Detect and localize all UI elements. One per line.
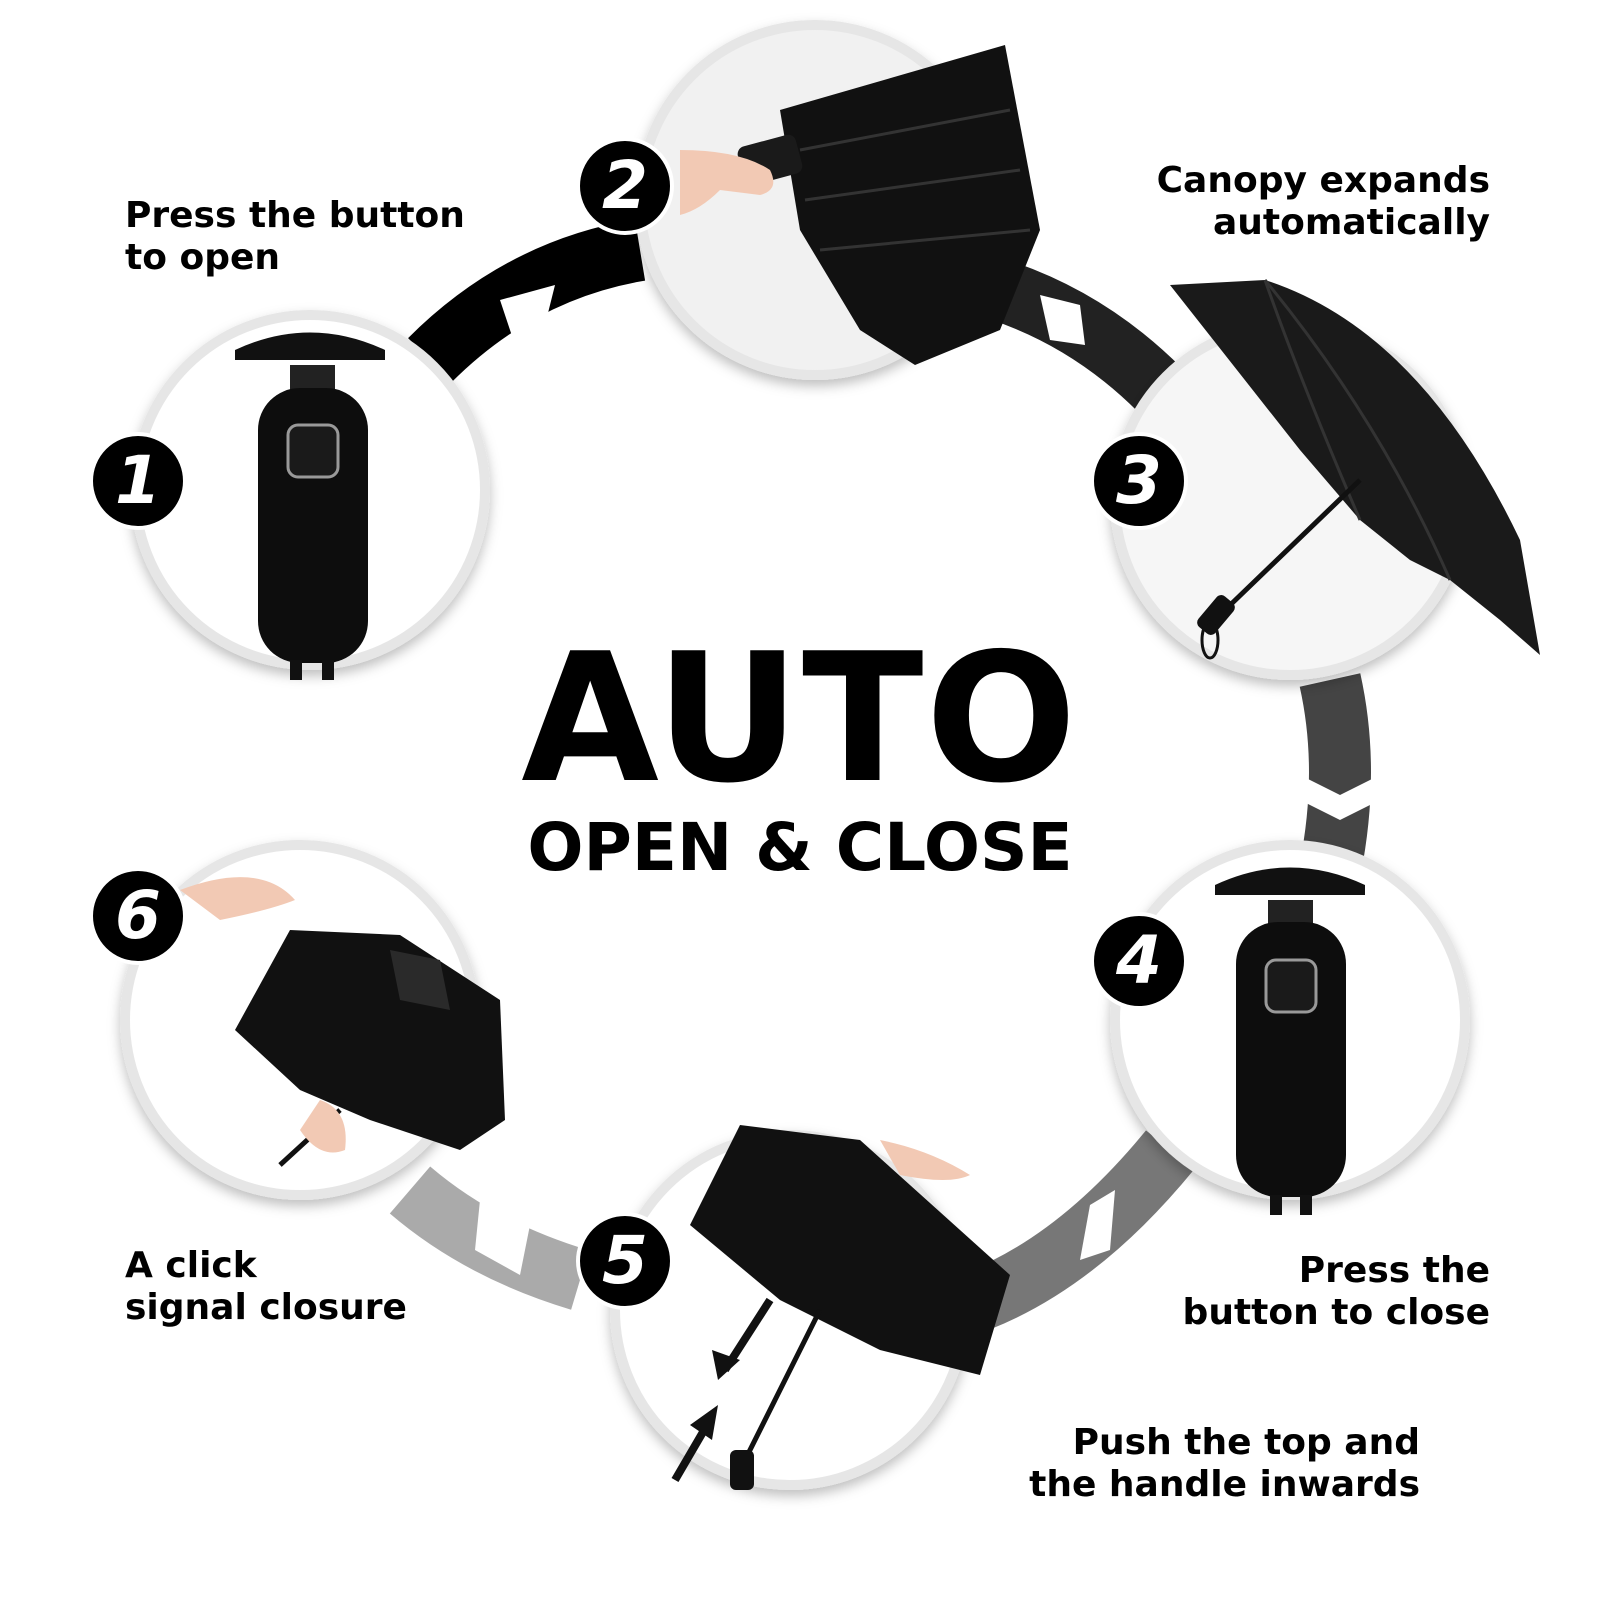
- hand-icon: [880, 1140, 970, 1180]
- step-number-3: 3: [1090, 432, 1188, 530]
- step-1-caption-line-1: Press the button: [125, 195, 465, 236]
- step-4-caption: Press the button to close: [1183, 1250, 1490, 1334]
- step-number-5: 5: [576, 1212, 674, 1310]
- step-3-caption-line-2: automatically: [1213, 202, 1490, 243]
- step-6-caption-line-2: signal closure: [125, 1287, 407, 1328]
- umbrella-handle-icon: [1215, 867, 1365, 1215]
- hand-icon: [680, 150, 774, 215]
- step-1-caption-line-2: to open: [125, 237, 281, 278]
- step-6-caption: A click signal closure: [125, 1245, 407, 1329]
- step-3-caption: Canopy expands automatically: [1157, 160, 1490, 244]
- title-main: AUTO: [521, 615, 1079, 822]
- step-5-caption-line-2: the handle inwards: [1029, 1464, 1420, 1505]
- step-number-4: 4: [1090, 912, 1188, 1010]
- step-5-caption: Push the top and the handle inwards: [1029, 1422, 1420, 1506]
- step-1-caption: Press the button to open: [125, 195, 465, 279]
- umbrella-canopy-icon: [1170, 279, 1540, 660]
- step-number-6: 6: [89, 867, 187, 965]
- step-5-caption-line-1: Push the top and: [1072, 1422, 1420, 1463]
- step-4-caption-line-1: Press the: [1298, 1250, 1490, 1291]
- step-6-caption-line-1: A click: [125, 1245, 257, 1286]
- step-4-caption-line-2: button to close: [1182, 1292, 1490, 1333]
- title-sub: OPEN & CLOSE: [527, 809, 1073, 886]
- umbrella-canopy-icon: [235, 930, 505, 1167]
- umbrella-canopy-icon: [671, 1125, 1010, 1490]
- step-number-1: 1: [89, 432, 187, 530]
- step-3-caption-line-1: Canopy expands: [1156, 160, 1490, 201]
- step-number-2: 2: [576, 137, 674, 235]
- umbrella-handle-icon: [235, 332, 385, 680]
- hand-icon: [180, 877, 346, 1153]
